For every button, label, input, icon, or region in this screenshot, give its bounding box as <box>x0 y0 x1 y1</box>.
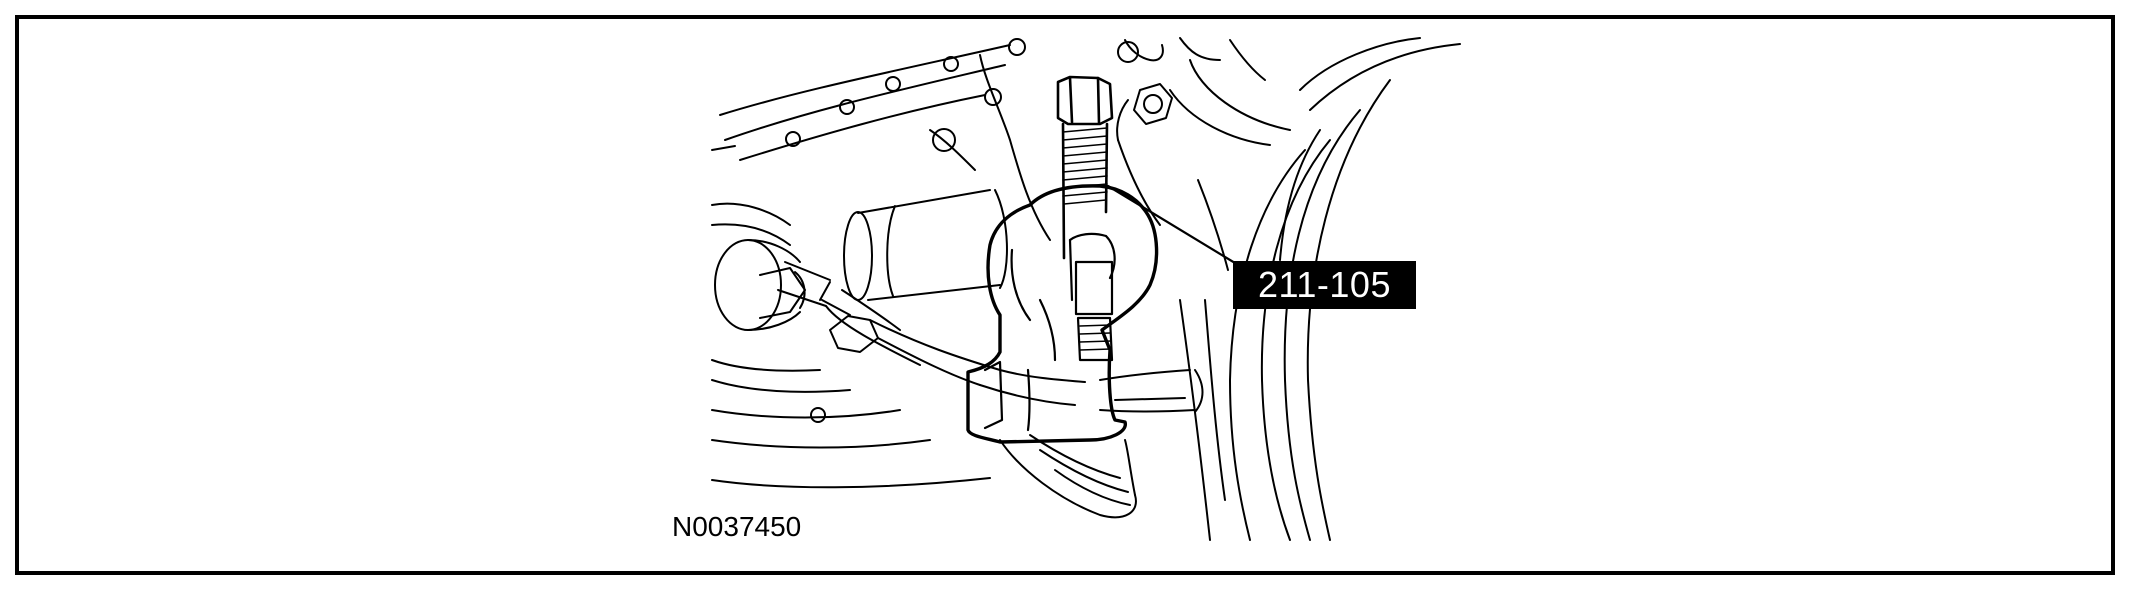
separator-tool-body <box>966 184 1159 444</box>
special-tool-callout: 211-105 <box>1233 261 1416 309</box>
separator-tool-details <box>983 232 1116 432</box>
forcing-screw <box>1056 75 1114 260</box>
callout-leader-line <box>1106 184 1237 265</box>
figure-frame <box>15 15 2115 575</box>
cv-boot <box>711 202 991 489</box>
damper-cylinder <box>843 189 1008 301</box>
mount-bolt <box>1116 59 1291 226</box>
frame-rail <box>711 37 1266 241</box>
tie-rod <box>759 261 1086 406</box>
wheel-arcs <box>1179 37 1461 541</box>
figure-id-label: N0037450 <box>672 511 802 542</box>
